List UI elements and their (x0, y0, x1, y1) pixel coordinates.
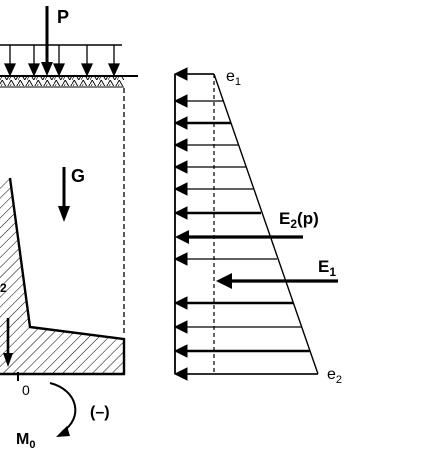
thrust-e2-label: E2(p) (279, 209, 319, 231)
pressure-slope (213, 73, 319, 375)
origin-label: 0 (22, 382, 30, 398)
moment-sign: (–) (90, 404, 110, 421)
thrust-e1-label: E1 (318, 257, 336, 279)
pressure-diagram: E2(p) E1 e1 e2 (173, 67, 342, 386)
wall-structure: P 2 G 0 (–) M0 (0, 6, 138, 451)
e2-label: e2 (327, 366, 342, 386)
partial-label: 2 (0, 281, 7, 295)
surcharge-arrows (3, 45, 121, 77)
load-p-arrow (41, 6, 53, 76)
pressure-arrows (173, 67, 318, 381)
heel-arrow (3, 318, 13, 367)
weight-g-label: G (71, 166, 85, 186)
load-p-label: P (57, 7, 69, 27)
thrust-e1-arrow (216, 273, 338, 289)
soil-band (0, 77, 124, 86)
moment-arrow (49, 382, 77, 433)
weight-g-arrow (58, 167, 70, 222)
e1-label: e1 (226, 68, 241, 88)
moment-label: M0 (16, 431, 35, 451)
thrust-e2-arrow (175, 230, 303, 244)
